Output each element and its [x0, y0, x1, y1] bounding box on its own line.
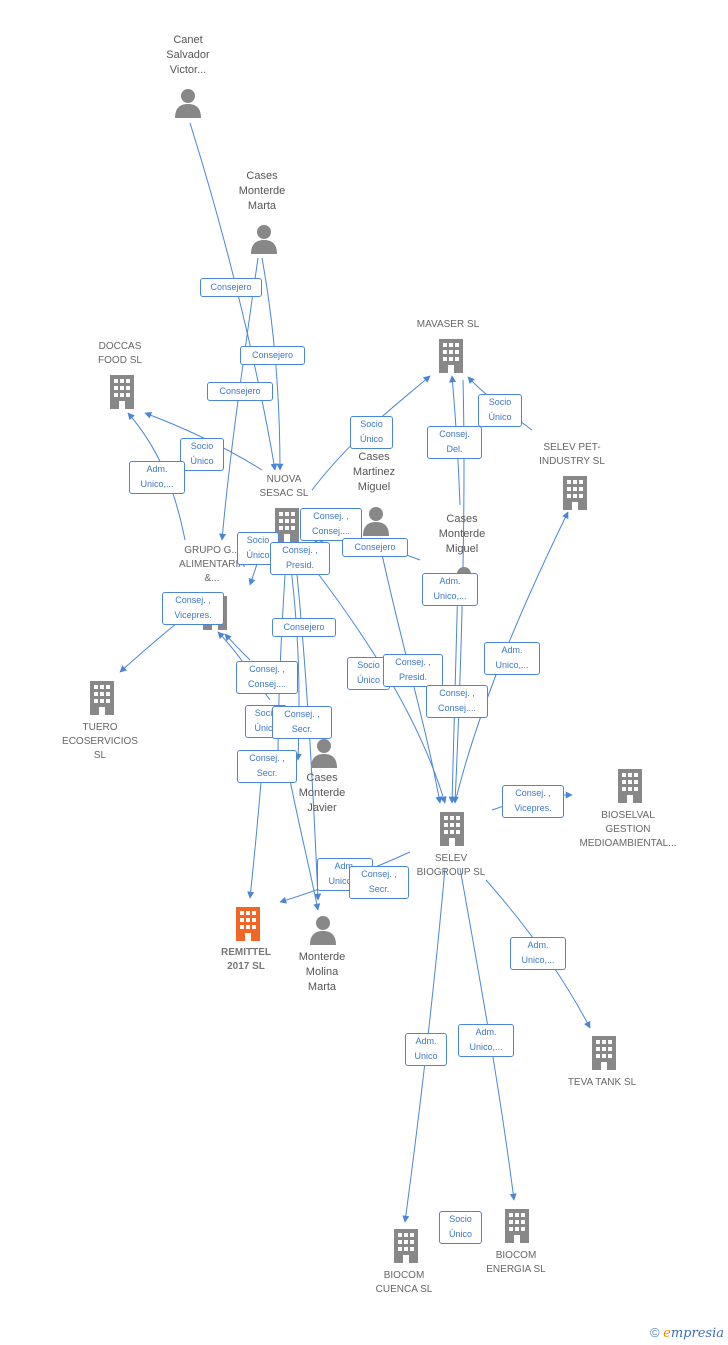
relation-label[interactable]: Consej. , Presid. — [270, 542, 330, 575]
building-icon — [618, 769, 642, 803]
relation-label[interactable]: Consej. , Presid. — [383, 654, 443, 687]
person-icon — [175, 89, 201, 118]
relation-label[interactable]: Consej. , Secr. — [272, 706, 332, 739]
person-label: Monterde Molina Marta — [298, 951, 346, 993]
person-icon — [311, 739, 337, 768]
relation-label[interactable]: Consej. , Consej.... — [426, 685, 488, 718]
logo-e: e — [663, 1326, 671, 1341]
person-icon — [310, 916, 336, 945]
building-icon — [394, 1229, 418, 1263]
person-label: Cases Martinez Miguel — [352, 451, 396, 493]
company-label: REMITTEL 2017 SL — [221, 947, 271, 972]
company-label: MAVASER SL — [416, 319, 480, 330]
company-label: BIOSELVAL GESTION MEDIOAMBIENTAL... — [579, 810, 677, 849]
company-label: BIOCOM CUENCA SL — [375, 1270, 433, 1295]
building-icon — [563, 476, 587, 510]
person-label: Cases Monterde Miguel — [438, 513, 486, 555]
relation-label[interactable]: Consej. , Secr. — [349, 866, 409, 899]
relation-label[interactable]: Consej. , Consej.... — [236, 661, 298, 694]
relation-label[interactable]: Adm. Unico — [405, 1033, 447, 1066]
edge — [247, 769, 263, 899]
building-icon — [439, 339, 463, 373]
person-label: Canet Salvador Victor... — [166, 34, 210, 76]
company-label: SELEV PET- INDUSTRY SL — [539, 442, 605, 467]
company-label: NUOVA SESAC SL — [259, 474, 309, 499]
relation-label[interactable]: Adm. Unico,... — [458, 1024, 514, 1057]
company-label: GRUPO G... ALIMENTARIA &... — [179, 545, 245, 584]
building-icon — [110, 375, 134, 409]
person-icon — [363, 507, 389, 536]
building-icon — [236, 907, 260, 941]
company-label: TUERO ECOSERVICIOS SL — [62, 722, 138, 761]
person-label: Cases Monterde Javier — [298, 772, 346, 814]
relation-label[interactable]: Consejero — [240, 346, 305, 365]
company-label: DOCCAS FOOD SL — [98, 341, 142, 366]
relation-label[interactable]: Adm. Unico,... — [510, 937, 566, 970]
logo-text: mpresia — [670, 1326, 724, 1341]
relation-label[interactable]: Consejero — [207, 382, 273, 401]
person-label: Cases Monterde Marta — [238, 170, 286, 212]
relation-label[interactable]: Consej. , Vicepres. — [162, 592, 224, 625]
relation-label[interactable]: Consejero — [342, 538, 408, 557]
empresia-logo: © empresia — [650, 1325, 724, 1341]
building-icon — [592, 1036, 616, 1070]
person-icon — [251, 225, 277, 254]
edge — [224, 633, 251, 661]
building-icon — [90, 681, 114, 715]
building-icon — [505, 1209, 529, 1243]
copyright-symbol: © — [649, 1325, 660, 1340]
relation-label[interactable]: Socio Único — [350, 416, 393, 449]
company-label: SELEV BIOGROUP SL — [416, 853, 486, 878]
relation-label[interactable]: Consejero — [200, 278, 262, 297]
relation-label[interactable]: Consej. , Vicepres. — [502, 785, 564, 818]
relation-label[interactable]: Adm. Unico,... — [484, 642, 540, 675]
relation-label[interactable]: Socio Único — [478, 394, 522, 427]
relation-label[interactable]: Consej. Del. — [427, 426, 482, 459]
relation-label[interactable]: Consejero — [272, 618, 336, 637]
relation-label[interactable]: Consej. , Secr. — [237, 750, 297, 783]
relation-label[interactable]: Socio Único — [180, 438, 224, 471]
relation-label[interactable]: Adm. Unico,... — [129, 461, 185, 494]
building-icon — [275, 508, 299, 542]
edge — [189, 122, 278, 471]
company-label: TEVA TANK SL — [567, 1077, 637, 1088]
relation-label[interactable]: Socio Único — [347, 657, 390, 690]
relation-label[interactable]: Adm. Unico,... — [422, 573, 478, 606]
building-icon — [440, 812, 464, 846]
edge — [289, 779, 321, 911]
company-label: BIOCOM ENERGIA SL — [486, 1250, 546, 1275]
relation-label[interactable]: Consej. , Consej.... — [300, 508, 362, 541]
relation-label[interactable]: Socio Único — [439, 1211, 482, 1244]
